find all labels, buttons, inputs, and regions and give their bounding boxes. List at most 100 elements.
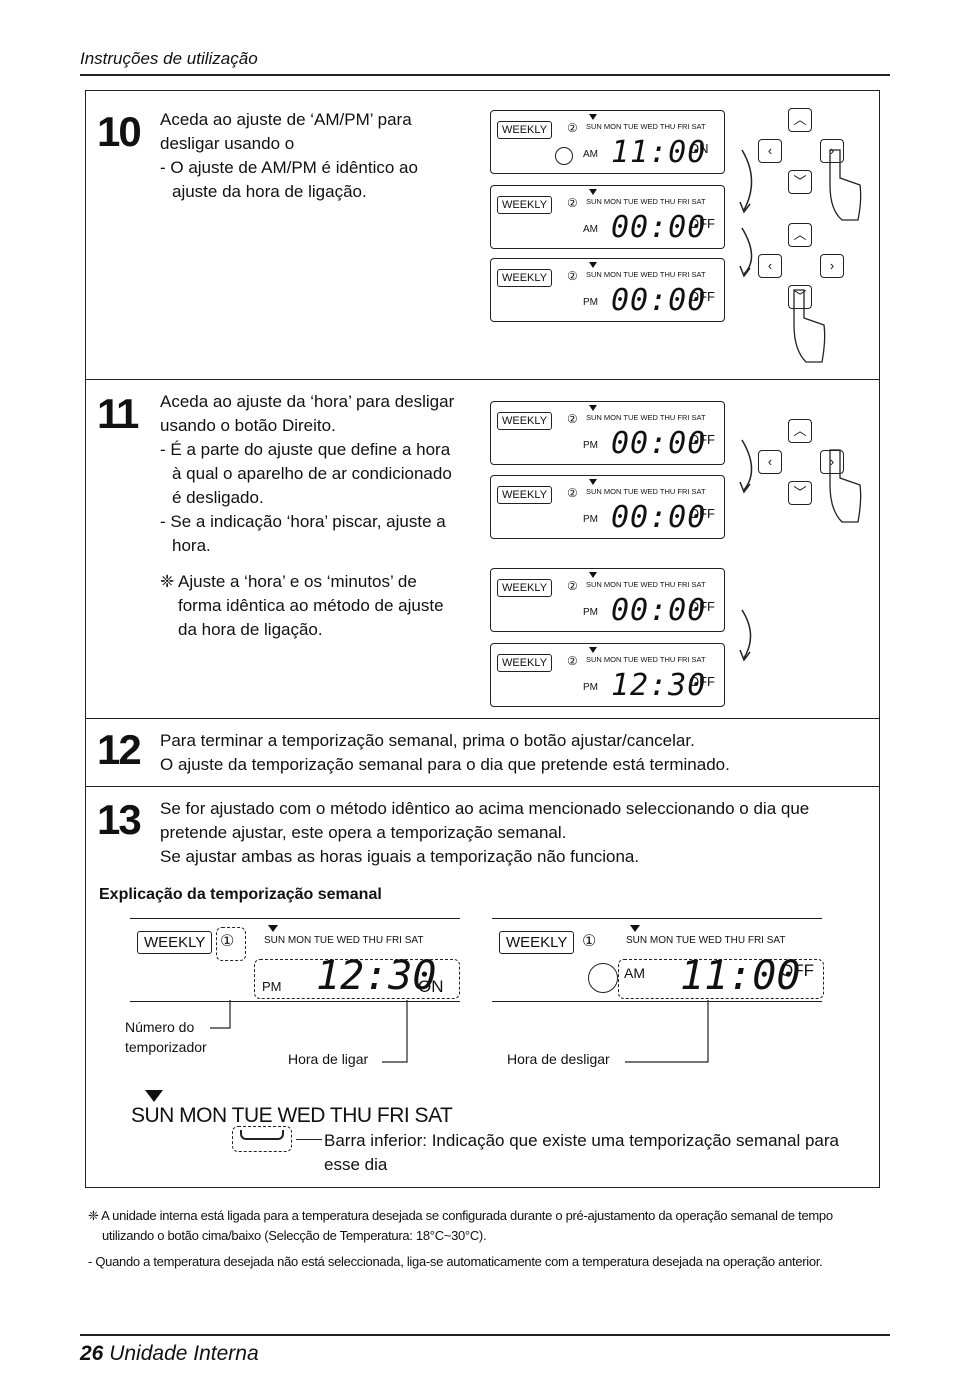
day-pointer-icon: [589, 189, 597, 195]
time-readout: 00:00: [611, 500, 707, 535]
lcd-display: WEEKLY ② SUN MON TUE WED THU FRI SAT PM …: [490, 258, 725, 322]
status-label: OFF: [689, 216, 715, 231]
ampm-label: PM: [583, 297, 598, 308]
day-pointer-icon: [589, 647, 597, 653]
up-button[interactable]: ︿: [788, 419, 812, 443]
step-line: - É a parte do ajuste que define a hora …: [160, 440, 452, 507]
steps-frame: [85, 90, 880, 1188]
step-line: O ajuste da temporização semanal para o …: [160, 755, 730, 774]
step-line: Para terminar a temporização semanal, pr…: [160, 731, 695, 750]
ampm-label: PM: [262, 979, 282, 994]
label-on-time: Hora de ligar: [288, 1051, 369, 1067]
callout-lines: [210, 1000, 709, 1063]
weekly-label: WEEKLY: [497, 654, 553, 672]
lcd-display-off: WEEKLY ① SUN MON TUE WED THU FRI SAT AM …: [492, 918, 824, 1002]
lcd-display: WEEKLY ② SUN MON TUE WED THU FRI SAT AM …: [490, 185, 725, 249]
bottom-bar-label: Barra inferior: Indicação que existe uma…: [324, 1131, 839, 1174]
status-label: OFF: [780, 961, 814, 980]
step-line: - O ajuste de AM/PM é idêntico ao ajuste…: [160, 158, 418, 201]
step-text: Para terminar a temporização semanal, pr…: [160, 729, 870, 777]
ampm-label: AM: [583, 224, 598, 235]
step-number: 10: [97, 108, 142, 155]
down-button[interactable]: ﹀: [788, 170, 812, 194]
step-text: Se for ajustado com o método idêntico ao…: [160, 797, 870, 869]
hand-arrows-icon: [739, 439, 862, 662]
divider: [85, 718, 880, 719]
time-readout: 00:00: [611, 426, 707, 461]
status-label: OFF: [689, 432, 715, 447]
left-button[interactable]: ‹: [758, 139, 782, 163]
lcd-display: WEEKLY ② SUN MON TUE WED THU FRI SAT PM …: [490, 643, 725, 707]
weekly-label: WEEKLY: [137, 931, 213, 954]
day-pointer-icon: [589, 405, 597, 411]
status-label: OFF: [689, 289, 715, 304]
weekday-row: SUN MON TUE WED THU FRI SAT: [626, 935, 786, 946]
step-line: - Se a indicação ‘hora’ piscar, ajuste a…: [160, 512, 446, 555]
weekly-label: WEEKLY: [497, 579, 553, 597]
timer-number: ②: [567, 196, 578, 210]
header-rule: [80, 74, 890, 76]
time-readout: 00:00: [611, 210, 707, 245]
footer-rule: [80, 1334, 890, 1336]
weekly-label: WEEKLY: [497, 412, 553, 430]
step-line: Aceda ao ajuste da ‘hora’ para desligar …: [160, 392, 455, 435]
status-label: ON: [418, 977, 444, 996]
step-line: ❈ Ajuste a ‘hora’ e os ‘minutos’ de form…: [160, 572, 444, 639]
left-button[interactable]: ‹: [758, 450, 782, 474]
weekday-row: SUN MON TUE WED THU FRI SAT: [586, 655, 706, 664]
weekday-row-large: SUN MON TUE WED THU FRI SAT: [131, 1104, 453, 1127]
down-button[interactable]: ﹀: [788, 481, 812, 505]
notes: ❈ A unidade interna está ligada para a t…: [88, 1206, 868, 1272]
lcd-display: WEEKLY ② SUN MON TUE WED THU FRI SAT PM …: [490, 568, 725, 632]
ampm-label: PM: [583, 607, 598, 618]
time-readout: 11:00: [611, 135, 707, 170]
weekly-label: WEEKLY: [497, 196, 553, 214]
step-number: 13: [97, 796, 142, 843]
step-text: Aceda ao ajuste de ‘AM/PM’ para desligar…: [160, 108, 450, 204]
step-line: Se ajustar ambas as horas iguais a tempo…: [160, 847, 640, 866]
down-button[interactable]: ﹀: [788, 285, 812, 309]
right-button[interactable]: ›: [820, 254, 844, 278]
clock-icon: [588, 963, 618, 993]
page-header: Instruções de utilização: [80, 49, 258, 68]
time-readout: 12:30: [316, 953, 437, 999]
weekday-row: SUN MON TUE WED THU FRI SAT: [586, 197, 706, 206]
weekday-row: SUN MON TUE WED THU FRI SAT: [586, 413, 706, 422]
lcd-display-on: WEEKLY ① SUN MON TUE WED THU FRI SAT PM …: [130, 918, 460, 1002]
day-pointer-icon: [268, 925, 278, 932]
clock-icon: [555, 147, 573, 165]
status-label: OFF: [689, 599, 715, 614]
ampm-label: PM: [583, 514, 598, 525]
label-off-time: Hora de desligar: [507, 1051, 610, 1067]
divider: [85, 379, 880, 380]
weekly-label: WEEKLY: [497, 269, 553, 287]
weekday-row: SUN MON TUE WED THU FRI SAT: [586, 487, 706, 496]
up-button[interactable]: ︿: [788, 223, 812, 247]
day-pointer-icon: [589, 114, 597, 120]
lcd-display: WEEKLY ② SUN MON TUE WED THU FRI SAT AM …: [490, 110, 725, 174]
day-pointer-icon: [145, 1090, 163, 1102]
label-timer-number: Número do temporizador: [125, 1019, 207, 1055]
note: ❈ A unidade interna está ligada para a t…: [88, 1208, 833, 1243]
time-readout: 11:00: [680, 953, 801, 999]
weekday-row: SUN MON TUE WED THU FRI SAT: [586, 270, 706, 279]
left-button[interactable]: ‹: [758, 254, 782, 278]
timer-number: ①: [582, 933, 597, 950]
note: - Quando a temperatura desejada não está…: [88, 1254, 823, 1269]
divider: [85, 786, 880, 787]
timer-number: ②: [567, 121, 578, 135]
step-line: Aceda ao ajuste de ‘AM/PM’ para desligar…: [160, 110, 412, 153]
day-pointer-icon: [589, 572, 597, 578]
ampm-label: PM: [583, 440, 598, 451]
timer-number: ②: [567, 412, 578, 426]
footer: 26 Unidade Interna: [80, 1342, 259, 1366]
timer-number: ①: [220, 933, 235, 950]
step-line: Se for ajustado com o método idêntico ao…: [160, 799, 810, 842]
explanation-title: Explicação da temporização semanal: [99, 886, 382, 903]
time-readout: 12:30: [611, 668, 707, 703]
timer-number: ②: [567, 654, 578, 668]
status-label: OFF: [689, 506, 715, 521]
timer-number: ②: [567, 579, 578, 593]
on-time-highlight: [254, 959, 460, 999]
up-button[interactable]: ︿: [788, 108, 812, 132]
